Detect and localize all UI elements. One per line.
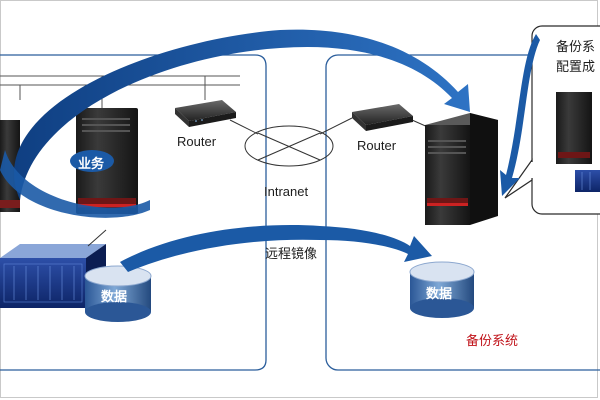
business-arrow — [0, 150, 150, 218]
router-label-left: Router — [177, 134, 217, 149]
business-label: 业务 — [78, 156, 105, 171]
callout-arrow — [500, 34, 540, 196]
data-cylinder-left — [84, 265, 152, 322]
intranet-cloud — [244, 125, 334, 167]
router-icon-left — [175, 100, 236, 127]
router-label-right: Router — [357, 138, 397, 153]
callout-line-2: 配置成 — [556, 59, 596, 74]
server-icon-right — [425, 113, 498, 225]
callout-box — [504, 25, 600, 215]
data-label-right: 数据 — [426, 286, 453, 301]
replication-arrow-top — [14, 29, 471, 200]
data-label-left: 数据 — [101, 289, 128, 304]
intranet-label: Intranet — [264, 184, 309, 199]
left-site-frame — [0, 54, 267, 371]
data-cylinder-right — [409, 261, 475, 318]
storage-array-icon — [0, 244, 106, 308]
callout-line-1: 备份系 — [556, 39, 596, 54]
router-icon-right — [352, 104, 413, 131]
backup-system-label: 备份系统 — [466, 333, 519, 348]
mirror-label: 远程镜像 — [265, 246, 318, 261]
business-pill — [70, 150, 114, 172]
mirror-arrow — [120, 225, 432, 272]
right-site-frame — [325, 54, 600, 371]
